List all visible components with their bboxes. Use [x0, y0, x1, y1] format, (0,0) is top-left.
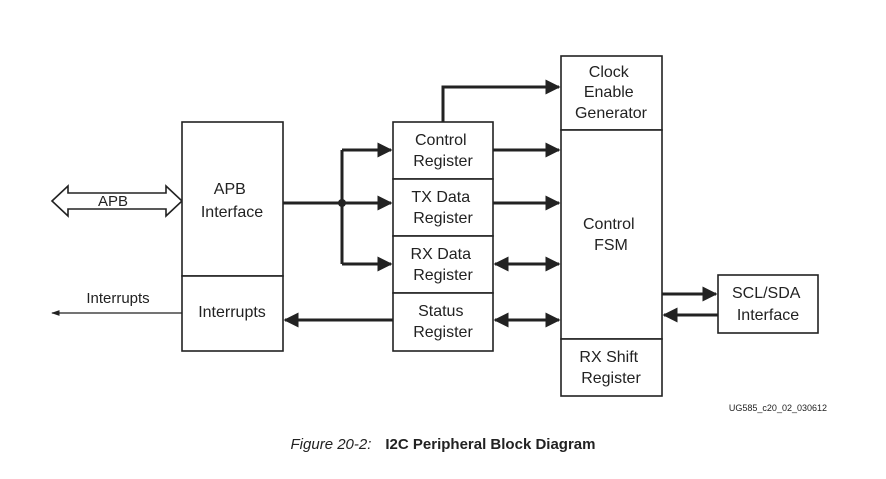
figure-number: Figure 20-2:: [290, 436, 372, 453]
control-to-clock-enable-arrow: [441, 79, 561, 122]
rx-data-register-label: RX Data Register: [411, 246, 476, 284]
interrupts-block: [181, 275, 284, 352]
interrupts-block-label: Interrupts: [198, 304, 266, 321]
apb-bus-label: APB: [98, 193, 128, 210]
control-fsm-label: Control FSM: [583, 216, 639, 254]
status-register-block: [392, 292, 494, 352]
apb-interface-block: [181, 121, 284, 277]
tx-data-register-label: TX Data Register: [411, 189, 474, 227]
scl-sda-interface-label: SCL/SDA Interface: [732, 285, 804, 324]
apb-interface-label: APB Interface: [201, 181, 263, 221]
figure-title: I2C Peripheral Block Diagram: [385, 436, 596, 453]
rx-data-register-block: [392, 235, 494, 294]
control-register-label: Control Register: [413, 132, 473, 170]
tx-data-register-block: [392, 178, 494, 237]
rx-shift-register-block: [560, 338, 663, 397]
figure-caption: Figure 20-2: I2C Peripheral Block Diagram: [0, 436, 886, 453]
figure-id-label: UG585_c20_02_030612: [729, 403, 827, 413]
status-register-label: Status Register: [413, 303, 473, 341]
scl-sda-interface-block: [717, 274, 819, 334]
clock-enable-generator-label: Clock Enable Generator: [575, 64, 648, 122]
rx-shift-register-label: RX Shift Register: [579, 349, 642, 387]
control-fsm-block: [560, 129, 663, 340]
control-register-block: [392, 121, 494, 180]
interrupts-output-label: Interrupts: [86, 290, 149, 307]
